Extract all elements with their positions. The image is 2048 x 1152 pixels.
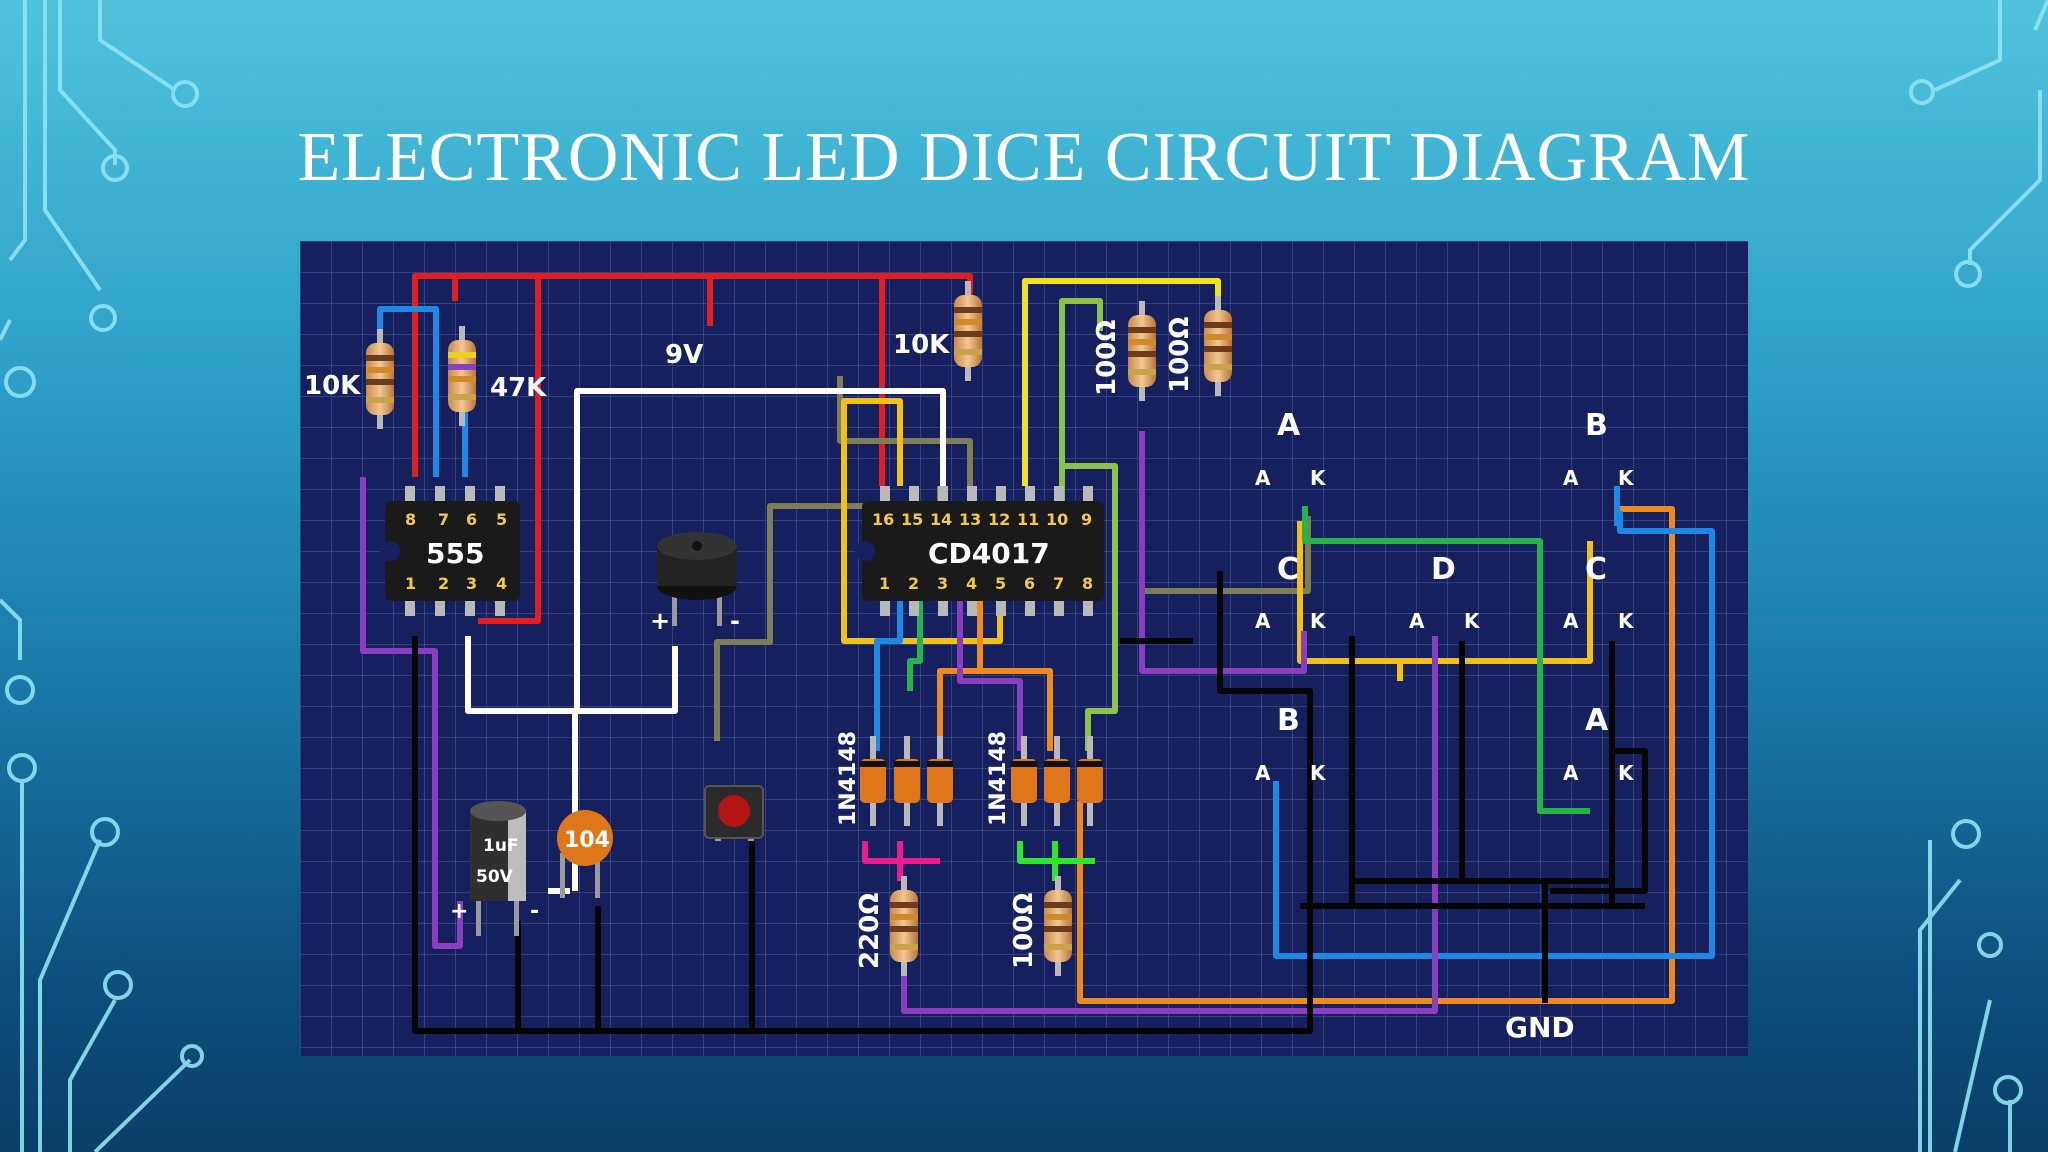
diodes-right-label: 1N4148 — [986, 731, 1011, 826]
led-a-bottom-cathode: K — [1618, 761, 1635, 785]
led-b-bottom-anode: A — [1255, 761, 1271, 785]
ic-cd4017-pin-12: 12 — [988, 510, 1010, 529]
ic-555-pin-3: 3 — [466, 574, 477, 593]
ic-cd4017-pin-6: 6 — [1024, 574, 1035, 593]
ic-cd4017: 16 15 14 13 12 11 10 9 CD4017 1 2 3 4 5 … — [855, 486, 1104, 616]
diodes-left-label: 1N4148 — [836, 731, 861, 826]
ic-cd4017-pin-2: 2 — [908, 574, 919, 593]
capacitor-voltage: 50V — [476, 867, 514, 887]
ic-555-pin-7: 7 — [438, 510, 449, 529]
capacitor-minus: - — [530, 899, 539, 924]
ic-555-pin-2: 2 — [438, 574, 449, 593]
led-b-bottom-label: B — [1277, 703, 1300, 738]
diode-group-left — [860, 736, 953, 826]
capacitor-value: 1uF — [483, 836, 519, 856]
resistor-47k-label: 47K — [490, 373, 547, 403]
resistor-100-b-label: 100Ω — [1165, 317, 1195, 393]
ground-label: GND — [1505, 1011, 1575, 1044]
led-b-top-cathode: K — [1618, 466, 1635, 490]
buzzer-minus: - — [730, 607, 740, 635]
led-b-top-label: B — [1585, 408, 1608, 443]
diode-group-right — [1011, 736, 1103, 826]
push-button[interactable] — [704, 785, 764, 841]
resistor-100-a-label: 100Ω — [1092, 320, 1122, 396]
ceramic-capacitor-value: 104 — [564, 828, 610, 853]
led-c-right-cathode: K — [1618, 609, 1635, 633]
ic-cd4017-pin-1: 1 — [879, 574, 890, 593]
ic-cd4017-pin-9: 9 — [1081, 510, 1092, 529]
led-a-top-label: A — [1277, 408, 1301, 443]
wires — [360, 273, 1715, 1034]
circuit-board: 8 7 6 5 555 1 2 3 4 16 15 14 13 12 11 — [300, 241, 1748, 1056]
ic-cd4017-pin-10: 10 — [1046, 510, 1068, 529]
ic-cd4017-pin-15: 15 — [901, 510, 923, 529]
buzzer — [657, 532, 737, 626]
led-b-bottom-cathode: K — [1310, 761, 1327, 785]
ic-555-pin-8: 8 — [405, 510, 416, 529]
led-a-top-cathode: K — [1310, 466, 1327, 490]
led-c-right-label: C — [1585, 552, 1607, 587]
ic-555: 8 7 6 5 555 1 2 3 4 — [380, 486, 520, 616]
led-a-bottom-anode: A — [1563, 761, 1579, 785]
ic-cd4017-pin-7: 7 — [1053, 574, 1064, 593]
ceramic-capacitor — [557, 810, 613, 898]
led-d-center-cathode: K — [1464, 609, 1481, 633]
led-c-right-anode: A — [1563, 609, 1579, 633]
ic-cd4017-pin-14: 14 — [930, 510, 952, 529]
led-c-left-cathode: K — [1310, 609, 1327, 633]
led-c-left-label: C — [1277, 552, 1299, 587]
ic-cd4017-pin-5: 5 — [995, 574, 1006, 593]
ic-555-pin-6: 6 — [466, 510, 477, 529]
ic-555-label: 555 — [426, 537, 484, 570]
led-d-center-anode: A — [1409, 609, 1425, 633]
ic-555-pin-4: 4 — [496, 574, 507, 593]
ic-cd4017-pin-3: 3 — [937, 574, 948, 593]
electrolytic-capacitor — [470, 801, 526, 936]
ic-555-pin-5: 5 — [496, 510, 507, 529]
ic-cd4017-label: CD4017 — [928, 537, 1050, 570]
ic-cd4017-pin-13: 13 — [959, 510, 981, 529]
resistor-10k-left-label: 10K — [304, 371, 361, 401]
led-a-top-anode: A — [1255, 466, 1271, 490]
resistor-100-c-label: 100Ω — [1009, 893, 1039, 969]
slide-title: ELECTRONIC LED DICE CIRCUIT DIAGRAM — [297, 119, 1751, 196]
buzzer-plus: + — [650, 607, 670, 635]
led-a-bottom-label: A — [1585, 703, 1609, 738]
ic-cd4017-pin-16: 16 — [872, 510, 894, 529]
led-c-left-anode: A — [1255, 609, 1271, 633]
ic-cd4017-pin-11: 11 — [1017, 510, 1039, 529]
led-b-top-anode: A — [1563, 466, 1579, 490]
resistor-220-label: 220Ω — [855, 893, 885, 969]
led-d-center-label: D — [1431, 552, 1456, 587]
supply-voltage-label: 9V — [665, 340, 703, 370]
capacitor-plus: + — [450, 899, 468, 924]
resistor-10k-right-label: 10K — [893, 330, 950, 360]
ic-555-pin-1: 1 — [405, 574, 416, 593]
ic-cd4017-pin-8: 8 — [1082, 574, 1093, 593]
ic-cd4017-pin-4: 4 — [966, 574, 977, 593]
